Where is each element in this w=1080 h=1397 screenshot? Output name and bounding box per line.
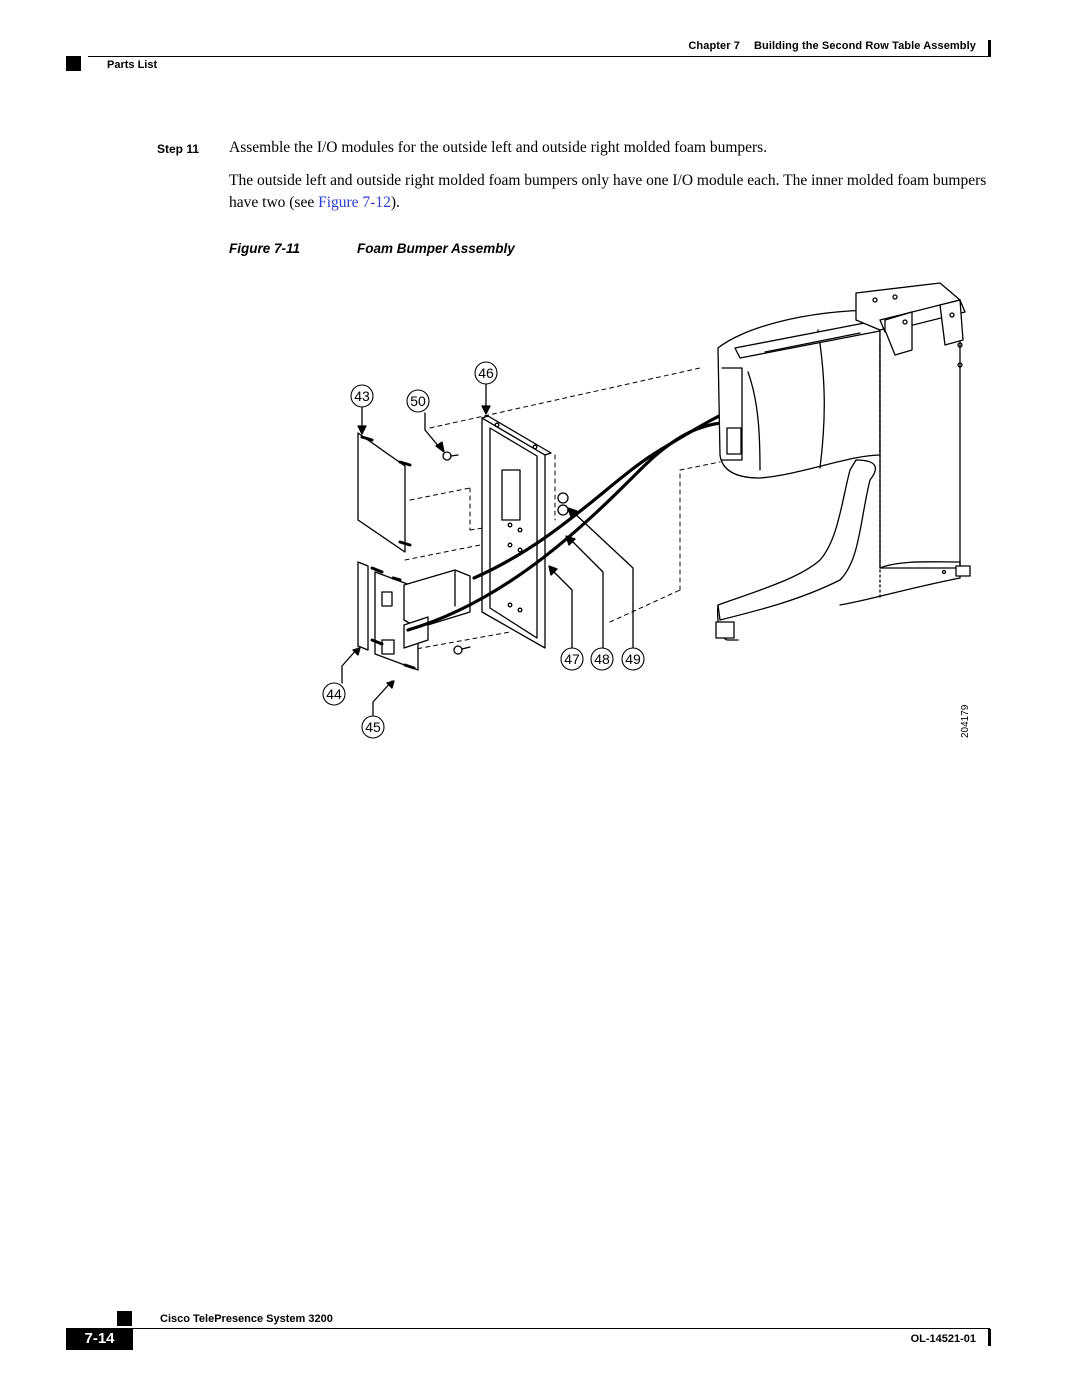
callout-45: 45: [365, 719, 381, 735]
chapter-title: Building the Second Row Table Assembly: [754, 40, 976, 52]
callout-arrows: [341, 383, 634, 716]
callout-50: 50: [410, 393, 426, 409]
step-label: Step 11: [157, 142, 200, 156]
art-id: 204179: [960, 704, 971, 738]
footer-product: Cisco TelePresence System 3200: [160, 1313, 333, 1325]
cables: [406, 404, 742, 632]
header-rule: [88, 56, 990, 57]
footer-bar: [988, 1329, 991, 1346]
screw-50: [442, 451, 459, 461]
callout-44: 44: [326, 686, 342, 702]
callout-circle-43: [350, 384, 374, 408]
callout-circle-48: [590, 647, 614, 671]
chapter-number: Chapter 7: [688, 40, 740, 52]
callout-circle-47: [560, 647, 584, 671]
foam-bumper-and-leg: [715, 282, 971, 641]
paragraph-text: The outside left and outside right molde…: [229, 172, 987, 211]
doc-id: OL-14521-01: [910, 1333, 976, 1345]
figure-caption: Figure 7-11 Foam Bumper Assembly: [229, 241, 515, 256]
running-header: Chapter 7 Building the Second Row Table A…: [688, 40, 976, 52]
callout-47: 47: [564, 651, 580, 667]
mounting-bracket: [481, 415, 552, 649]
io-module: [357, 561, 471, 671]
callout-circles: [322, 361, 645, 739]
callout-circle-46: [474, 361, 498, 385]
callout-46: 46: [478, 365, 494, 381]
page-number: 7-14: [66, 1328, 133, 1350]
body-paragraph: The outside left and outside right molde…: [229, 170, 989, 214]
figure-crossref-link[interactable]: Figure 7-12: [318, 194, 391, 211]
screw-bottom: [453, 645, 471, 655]
callout-43: 43: [354, 388, 370, 404]
figure-title: Foam Bumper Assembly: [357, 241, 515, 256]
section-name: Parts List: [107, 59, 158, 71]
header-square-marker: [66, 56, 81, 71]
figure-number: Figure 7-11: [229, 241, 301, 256]
callout-49: 49: [625, 651, 641, 667]
foam-bumper-assembly-illustration: 43 50 46 47 48 49 44 45 204179: [322, 282, 971, 739]
callout-circle-49: [621, 647, 645, 671]
nuts: [557, 492, 569, 516]
footer-rule: [133, 1328, 990, 1329]
blank-cover-plate: [357, 432, 412, 553]
footer-square-marker: [117, 1311, 132, 1326]
step-text: Assemble the I/O modules for the outside…: [229, 139, 768, 156]
callout-48: 48: [594, 651, 610, 667]
paragraph-tail: ).: [390, 194, 400, 211]
header-bar: [988, 40, 991, 57]
callout-circle-50: [406, 389, 430, 413]
callout-circle-45: [361, 715, 385, 739]
callout-circle-44: [322, 682, 346, 706]
